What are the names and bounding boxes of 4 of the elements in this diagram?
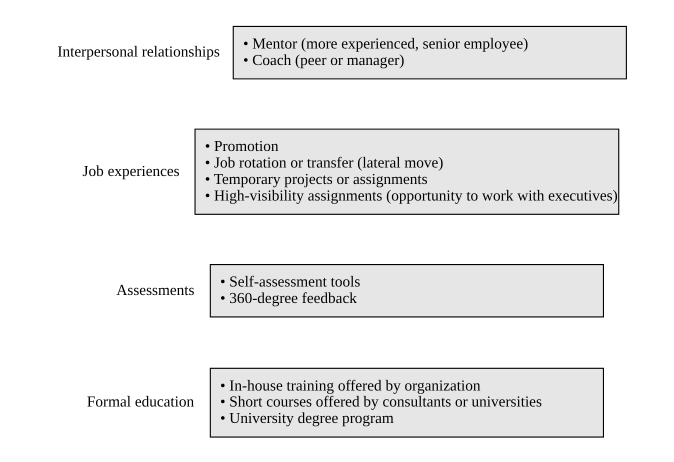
node-label: Assessments	[116, 281, 194, 298]
node-label: Interpersonal relationships	[57, 43, 220, 60]
node-label: Job experiences	[82, 162, 180, 180]
node-label: Formal education	[86, 393, 194, 410]
